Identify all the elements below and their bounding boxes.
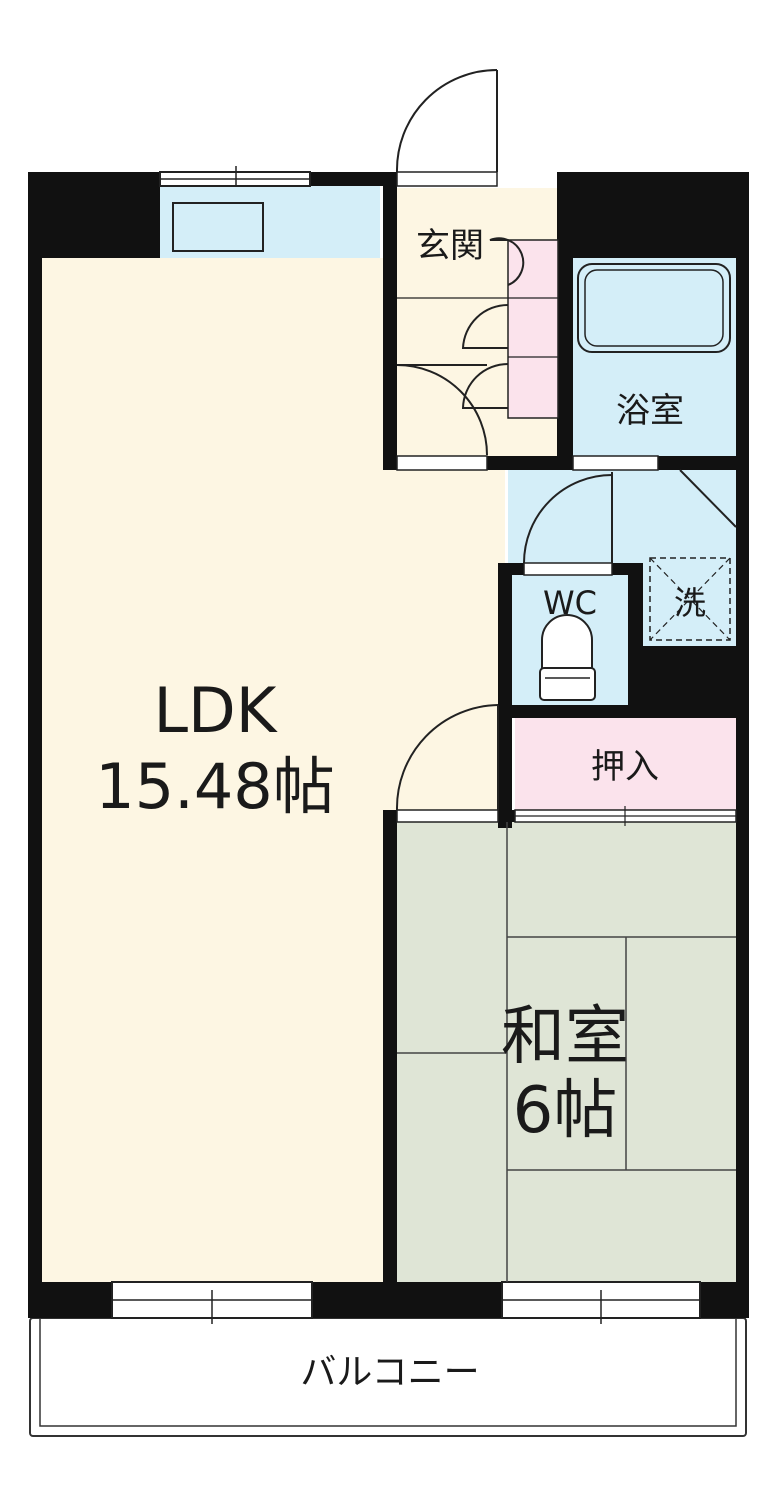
sliding-door-closet (514, 806, 737, 826)
window-washitsu-balcony (501, 1281, 701, 1324)
ldk-name: LDK (154, 674, 278, 747)
laundry-pan (649, 557, 731, 641)
genkan-label: 玄関 (416, 226, 484, 266)
wall-top-left (28, 172, 160, 258)
balcony-label: バルコニー (300, 1352, 479, 1393)
wall-ldk-washitsu (383, 810, 397, 1318)
wall-right (736, 172, 749, 1318)
wall-bottom-right (700, 1282, 749, 1318)
tatami-floor (397, 822, 736, 1282)
shoe-cabinet (397, 237, 559, 419)
toilet (539, 614, 596, 701)
wall-bottom-mid (312, 1282, 502, 1318)
laundry-label: 洗 (674, 584, 706, 622)
wall-wc-left (498, 563, 512, 828)
bath-label: 浴室 (616, 391, 684, 431)
ldk-size: 15.48帖 (95, 750, 335, 823)
sliding-door-bath (572, 455, 659, 471)
ldk-floor-ext (385, 470, 505, 810)
washitsu-name: 和室 (501, 1000, 629, 1074)
wash-door (523, 472, 613, 576)
washitsu-size: 6帖 (513, 1074, 618, 1148)
wall-top-right (557, 172, 749, 258)
bath-door-diagonal (679, 469, 737, 528)
wall-left (28, 172, 42, 1318)
wall-genkan-left (383, 172, 397, 470)
window-ldk-balcony (111, 1281, 313, 1324)
closet-floor (515, 718, 736, 810)
wall-bottom-left (28, 1282, 112, 1318)
window-kitchen (159, 166, 311, 187)
wall-genkan-right (557, 172, 573, 470)
washitsu-door (395, 704, 499, 823)
wall-closet-top (498, 705, 749, 718)
entrance-door (395, 69, 498, 187)
tatami-grid (397, 822, 736, 1282)
genkan-step (396, 455, 488, 471)
ldk-floor (40, 258, 385, 1283)
kitchen-sink (172, 202, 264, 252)
wash-floor (508, 470, 736, 565)
closet-label: 押入 (591, 747, 659, 787)
wc-label: WC (543, 584, 597, 622)
genkan-door (396, 364, 488, 456)
bathtub (577, 263, 731, 353)
